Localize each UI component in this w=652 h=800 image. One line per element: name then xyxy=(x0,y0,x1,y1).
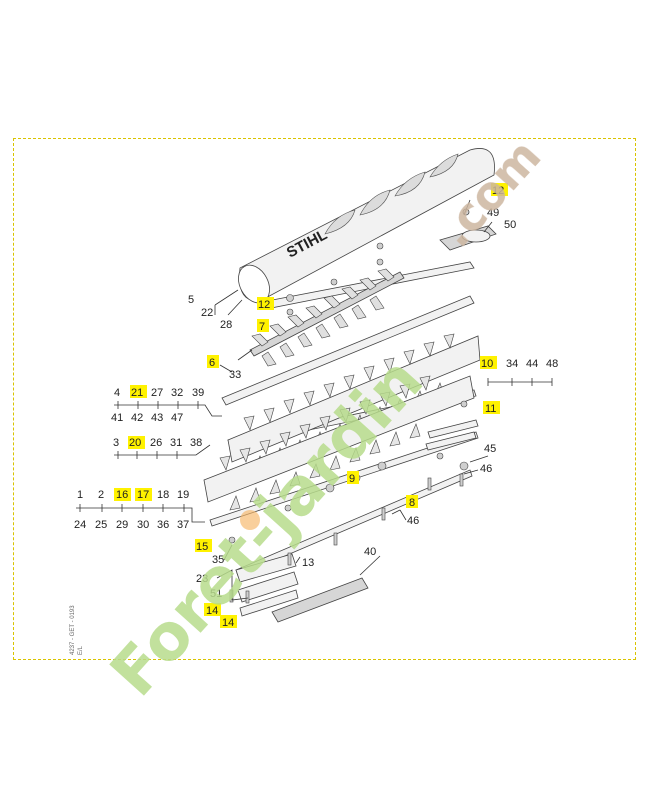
label-44: 44 xyxy=(526,358,538,370)
label-12b: 12 xyxy=(258,299,270,311)
ticks xyxy=(79,378,553,512)
label-16: 16 xyxy=(116,489,128,501)
label-20: 20 xyxy=(129,437,141,449)
label-26: 26 xyxy=(150,437,162,449)
label-29: 29 xyxy=(116,519,128,531)
watermark-dot xyxy=(240,510,260,530)
label-10: 10 xyxy=(481,358,493,370)
label-14b: 14 xyxy=(222,617,234,629)
label-9: 9 xyxy=(349,473,355,485)
label-18: 18 xyxy=(157,489,169,501)
label-25: 25 xyxy=(95,519,107,531)
label-43: 43 xyxy=(151,412,163,424)
label-49: 49 xyxy=(487,207,499,219)
label-33: 33 xyxy=(229,369,241,381)
label-36: 36 xyxy=(157,519,169,531)
watermark: Foret-jardin .com xyxy=(97,129,551,711)
label-3: 3 xyxy=(113,437,119,449)
label-4: 4 xyxy=(114,387,120,399)
leader-lines xyxy=(76,199,552,601)
label-14: 14 xyxy=(206,605,218,617)
mounting-bracket xyxy=(439,208,497,251)
label-27: 27 xyxy=(151,387,163,399)
label-12: 12 xyxy=(492,185,504,197)
label-5: 5 xyxy=(188,294,194,306)
label-30: 30 xyxy=(137,519,149,531)
label-11: 11 xyxy=(485,403,496,415)
document-code: 4237 - GET - 0193 xyxy=(70,605,76,655)
label-19: 19 xyxy=(177,489,189,501)
label-46: 46 xyxy=(480,463,492,475)
guide-plates xyxy=(425,419,479,451)
label-45: 45 xyxy=(484,443,496,455)
label-35: 35 xyxy=(212,554,224,566)
label-38: 38 xyxy=(190,437,202,449)
label-42: 42 xyxy=(131,412,143,424)
label-2: 2 xyxy=(98,489,104,501)
part-labels: 12 49 50 5 22 28 12 7 6 33 10 34 44 48 4… xyxy=(74,185,558,629)
label-37: 37 xyxy=(177,519,189,531)
label-15: 15 xyxy=(196,541,208,553)
diagram-frame xyxy=(13,138,636,660)
label-32: 32 xyxy=(171,387,183,399)
label-41: 41 xyxy=(111,412,123,424)
label-48: 48 xyxy=(546,358,558,370)
blade-guard: STIHL xyxy=(238,148,495,304)
label-6: 6 xyxy=(209,357,215,369)
comb-blade-upper xyxy=(249,268,405,367)
label-51: 51 xyxy=(210,588,222,600)
label-39: 39 xyxy=(192,387,204,399)
document-sub: E/L xyxy=(78,645,84,655)
label-24: 24 xyxy=(74,519,86,531)
label-17: 17 xyxy=(137,489,149,501)
label-7: 7 xyxy=(259,321,265,333)
label-1: 1 xyxy=(77,489,83,501)
cutting-blade-bottom xyxy=(203,375,475,511)
highlights xyxy=(114,183,508,628)
label-13: 13 xyxy=(302,557,314,569)
label-47: 47 xyxy=(171,412,183,424)
label-23: 23 xyxy=(196,573,208,585)
label-40: 40 xyxy=(364,546,376,558)
label-34: 34 xyxy=(506,358,518,370)
label-50: 50 xyxy=(504,219,516,231)
label-28: 28 xyxy=(220,319,232,331)
label-22: 22 xyxy=(201,307,213,319)
label-31: 31 xyxy=(170,437,182,449)
lower-plates xyxy=(235,553,369,623)
label-46b: 46 xyxy=(407,515,419,527)
label-21: 21 xyxy=(131,387,143,399)
label-8: 8 xyxy=(409,497,415,509)
